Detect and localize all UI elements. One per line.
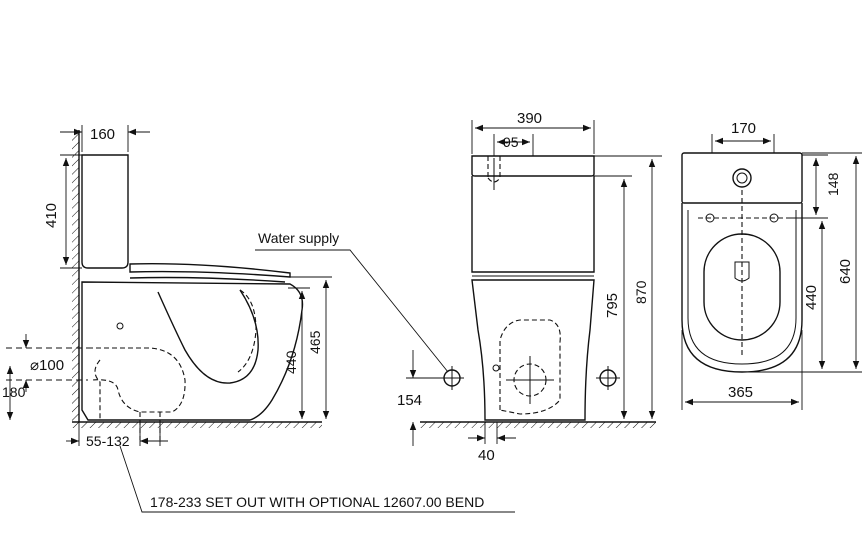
dim-100-text: ⌀100: [30, 357, 64, 374]
dim-640-text: 640: [837, 259, 854, 284]
dim-40-text: 40: [478, 447, 495, 464]
front-cistern-body: [471, 176, 595, 273]
dim-top-440-text: 440: [803, 285, 820, 310]
dim-365-text: 365: [728, 384, 753, 401]
top-view: 170 148 440 640 365: [681, 120, 862, 410]
top-flush-button-inner: [736, 172, 748, 184]
front-fixing-hole: [492, 364, 500, 372]
side-cistern: [81, 154, 129, 269]
side-seat: [129, 276, 286, 283]
side-seat-lid: [129, 262, 291, 278]
top-outlet-marker: [734, 261, 750, 282]
side-fixing-hole: [116, 322, 124, 330]
side-bowl-body: [81, 281, 304, 421]
wall-hatch: [72, 132, 79, 422]
bend-note-leader: [119, 445, 515, 513]
water-supply-label: Water supply: [258, 230, 339, 246]
front-floor-hatch: [420, 422, 656, 428]
side-view: 160 410 ⌀100 180 55-132 440 465 178-233 …: [2, 125, 515, 513]
dim-170-text: 170: [731, 120, 756, 137]
dim-795-text: 795: [604, 293, 621, 318]
side-bowl-cavity: [157, 289, 259, 384]
front-trap-dashed: [499, 319, 561, 415]
side-floor-hatch: [72, 422, 322, 428]
top-seat-outline: [687, 210, 797, 365]
side-pipe-dashed: [94, 359, 161, 440]
top-cistern: [681, 152, 803, 204]
dim-465-text: 465: [307, 330, 323, 354]
front-cistern: [471, 155, 595, 177]
dim-95-text: 95: [503, 134, 519, 150]
dim-410-text: 410: [43, 203, 60, 228]
side-trap-dashed: [88, 347, 186, 413]
front-bowl: [471, 279, 595, 421]
dim-148-text: 148: [825, 172, 841, 196]
bend-note-text: 178-233 SET OUT WITH OPTIONAL 12607.00 B…: [150, 494, 484, 510]
dim-440-text: 440: [283, 350, 299, 374]
top-flush-button-outer: [732, 168, 752, 188]
front-inlet-pipe: [487, 156, 501, 183]
dim-160-text: 160: [90, 126, 115, 143]
dim-154-text: 154: [397, 392, 422, 409]
dim-180-text: 180: [2, 384, 26, 400]
dim-390-text: 390: [517, 110, 542, 127]
side-trapway: [237, 289, 257, 373]
dim-870-text: 870: [633, 280, 649, 304]
front-view: Water supply 390 95 870 795 154 40: [255, 110, 662, 464]
water-supply-leader: [255, 249, 449, 373]
dim-55-132-text: 55-132: [86, 433, 130, 449]
